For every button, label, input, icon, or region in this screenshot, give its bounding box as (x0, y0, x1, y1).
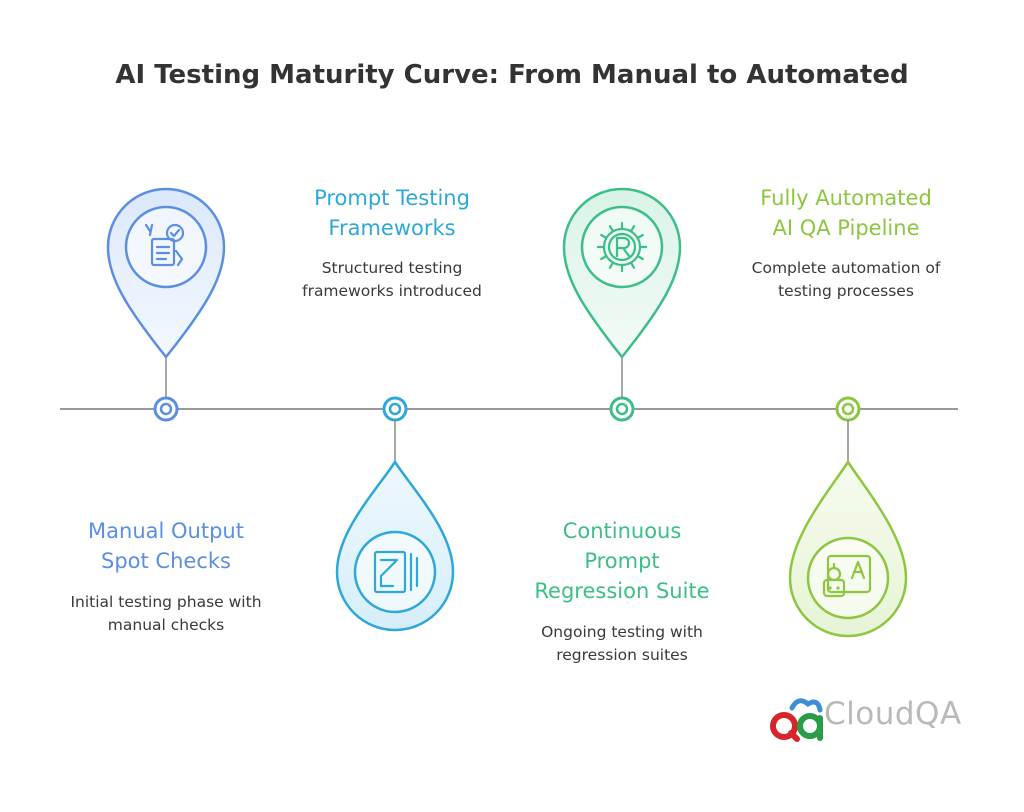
stage-description-line: frameworks introduced (302, 282, 482, 300)
stage-description-1: Initial testing phase with manual checks (36, 591, 296, 637)
stage-title-line: Regression Suite (534, 579, 710, 603)
stage-title-line: Manual Output (88, 519, 244, 543)
cloudqa-logo-mark (770, 698, 823, 742)
stage-title-line: AI QA Pipeline (772, 216, 920, 240)
cloudqa-logo-text: CloudQA (824, 696, 962, 732)
robot-ai-icon (822, 554, 872, 598)
gear-r-icon (596, 221, 648, 273)
checklist-icon (144, 223, 185, 267)
stage-title-line: Prompt (584, 549, 660, 573)
stage-description-line: Initial testing phase with (70, 593, 262, 611)
stage-marker-1 (106, 187, 226, 422)
stage-description-line: manual checks (107, 616, 225, 634)
stage-description-line: Structured testing (321, 259, 463, 277)
stage-title-line: Spot Checks (101, 549, 231, 573)
stage-title-4: Fully Automated AI QA Pipeline (716, 183, 976, 243)
stage-title-line: Continuous (562, 519, 682, 543)
stage-title-line: Frameworks (328, 216, 456, 240)
stage-description-line: Ongoing testing with (541, 623, 703, 641)
stage-marker-2 (335, 396, 455, 632)
stage-description-4: Complete automation of testing processes (716, 257, 976, 303)
stage-description-line: testing processes (778, 282, 914, 300)
framework-icon (373, 550, 419, 594)
stage-description-line: Complete automation of (751, 259, 941, 277)
stage-description-3: Ongoing testing with regression suites (492, 621, 752, 667)
stage-title-line: Fully Automated (760, 186, 932, 210)
stage-title-line: Prompt Testing (314, 186, 470, 210)
diagram-title: AI Testing Maturity Curve: From Manual t… (115, 60, 909, 90)
stage-description-line: regression suites (556, 646, 688, 664)
stage-marker-3 (562, 187, 682, 422)
stage-marker-4 (788, 396, 908, 638)
stage-description-2: Structured testing frameworks introduced (262, 257, 522, 303)
cloudqa-logo (770, 698, 823, 742)
